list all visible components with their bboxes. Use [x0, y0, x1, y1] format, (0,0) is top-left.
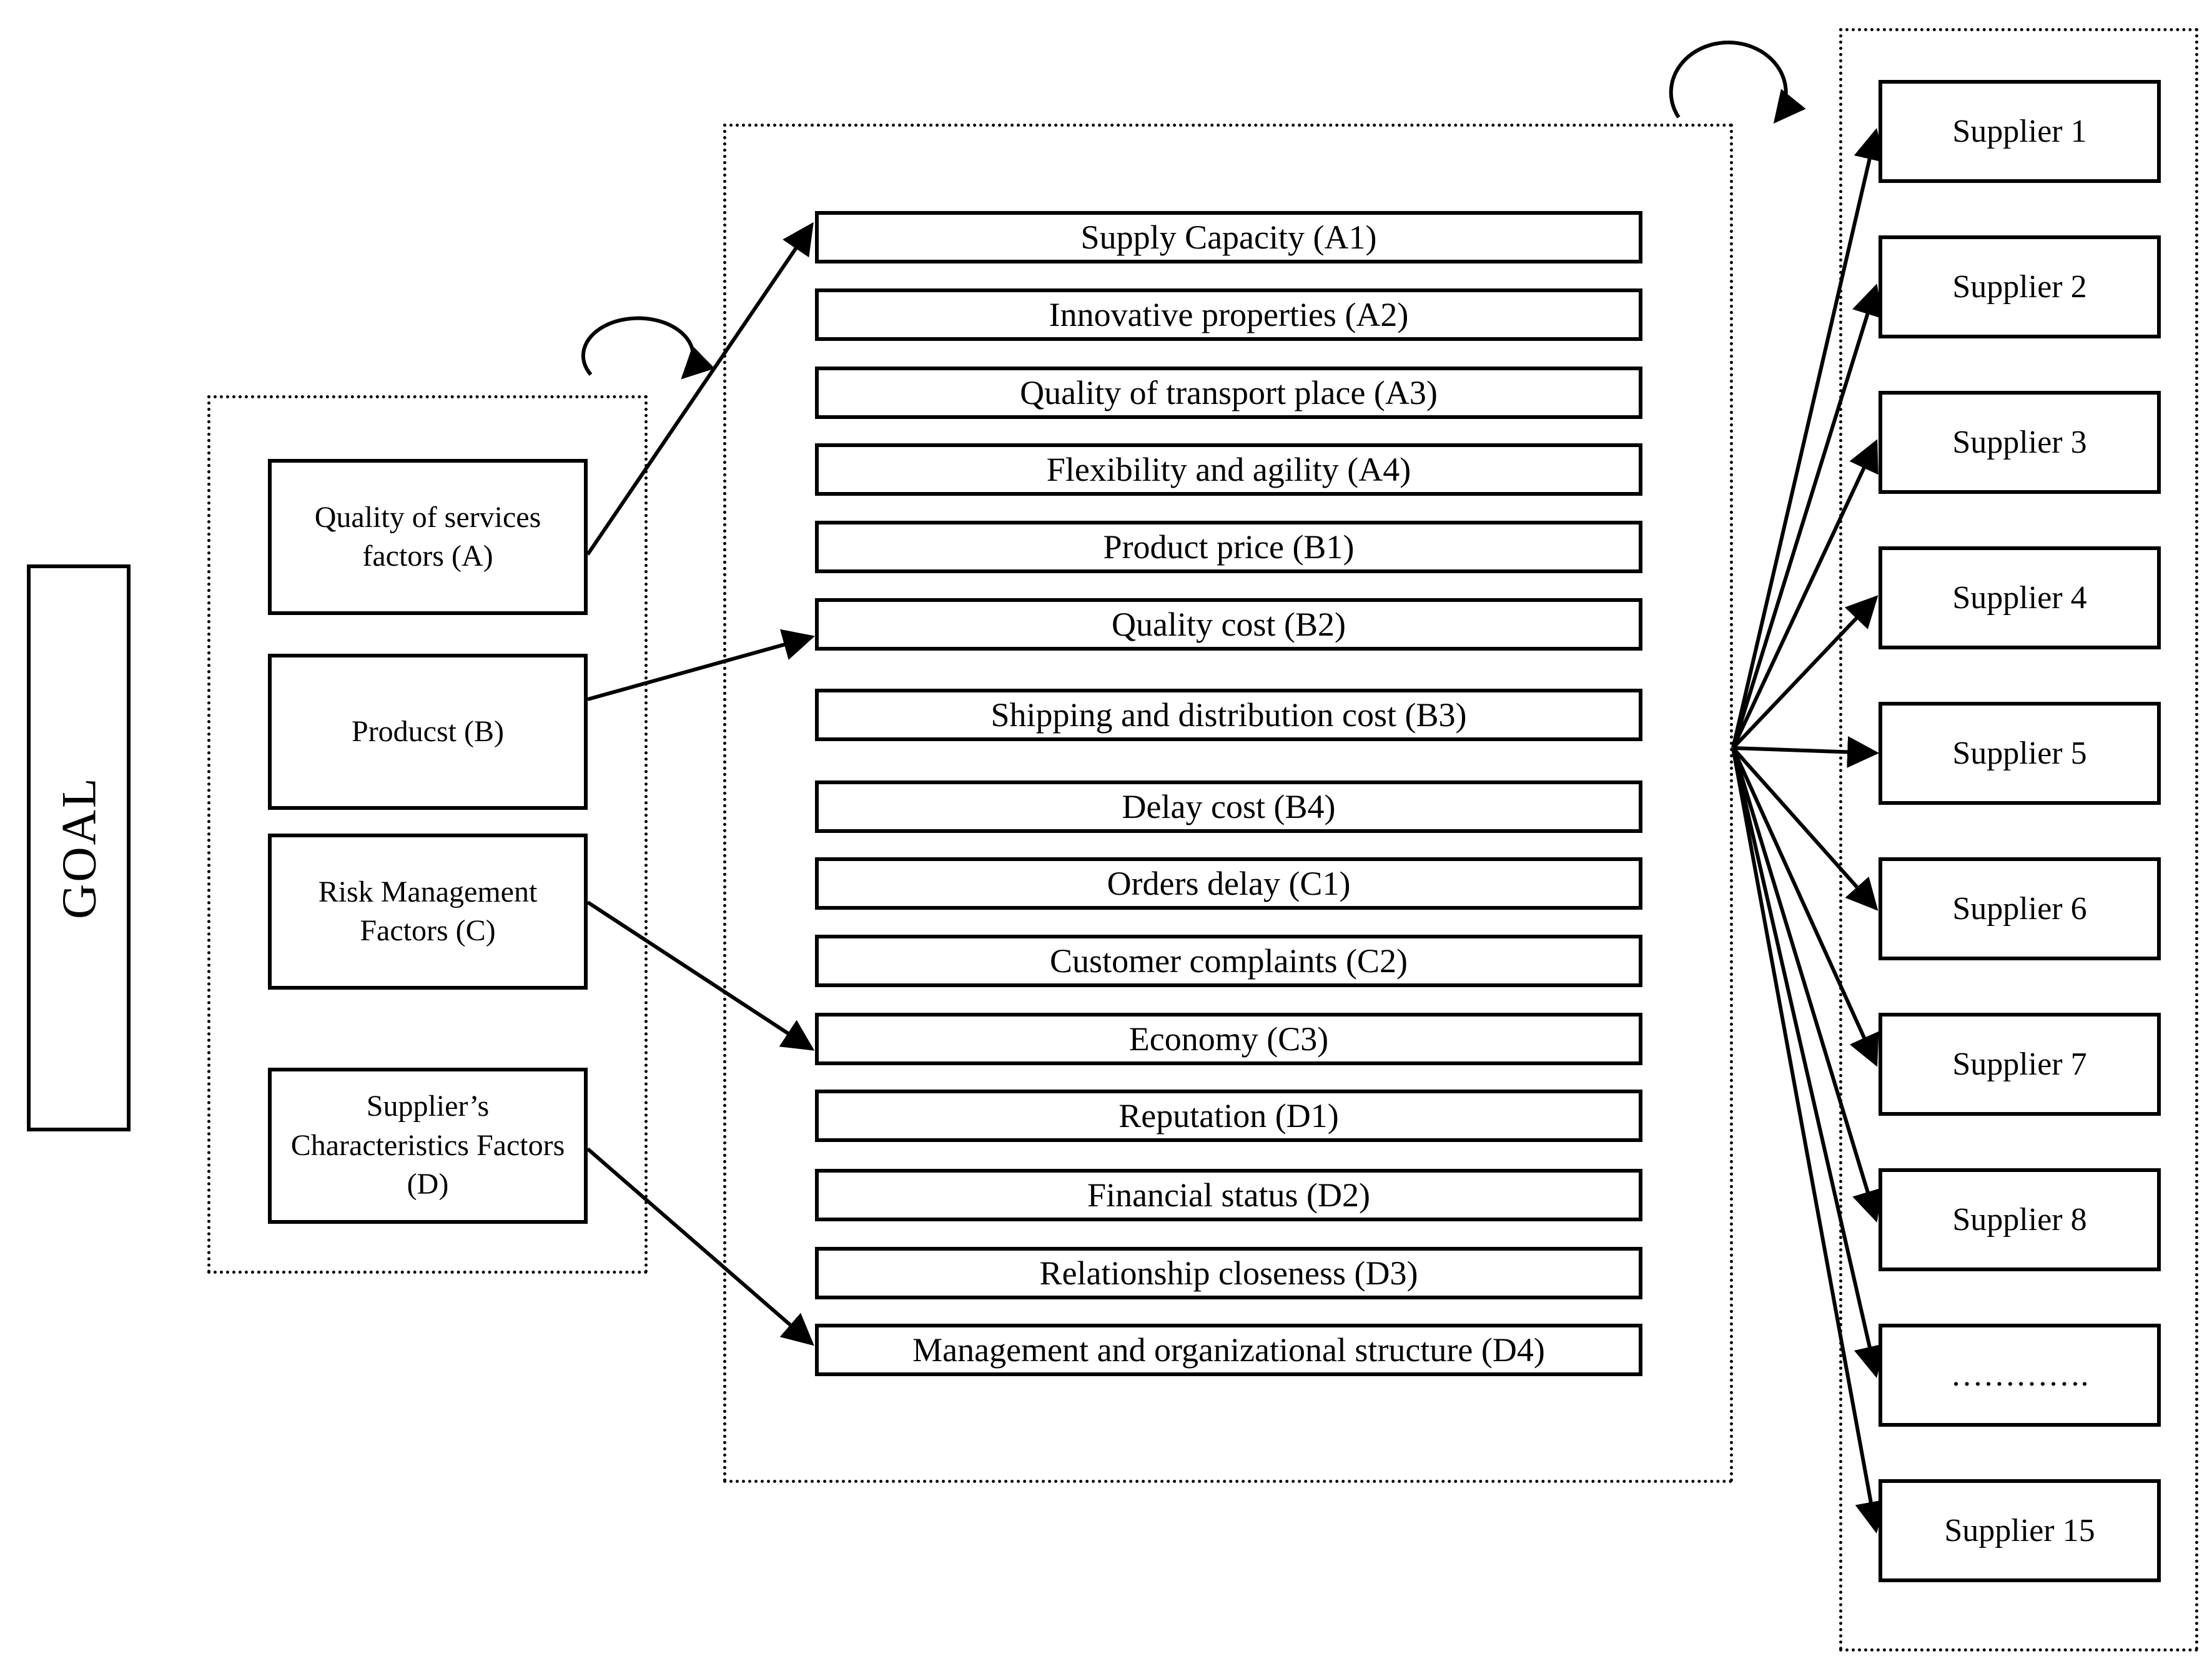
arrow-to-supplier-6: [1731, 747, 1879, 911]
arrow-to-supplier-5: [1732, 736, 1880, 768]
arrow-to-supplier-15: [1731, 747, 1887, 1534]
criteria-self-loop-arrow: [1669, 41, 1806, 124]
goal-box: GOAL: [27, 564, 131, 1131]
factor-box-d: Supplier’s Characteristics Factors (D): [268, 1068, 588, 1224]
supplier-box-7: Supplier 7: [1879, 1013, 2161, 1116]
criterion-box-c2: Customer complaints (C2): [815, 935, 1642, 987]
supplier-box-1: Supplier 1: [1879, 80, 2161, 183]
goal-label: GOAL: [51, 776, 106, 920]
factor-box-c: Risk Management Factors (C): [268, 834, 588, 990]
criterion-box-b3: Shipping and distribution cost (B3): [815, 689, 1642, 741]
supplier-box-6: Supplier 6: [1879, 857, 2161, 960]
arrow-to-supplier-7: [1731, 747, 1879, 1067]
criterion-box-d2: Financial status (D2): [815, 1169, 1642, 1221]
arrow-factor-c-to-c3: [586, 900, 815, 1051]
arrow-to-supplier-3: [1731, 439, 1879, 749]
supplier-box-2: Supplier 2: [1879, 235, 2161, 338]
criterion-box-a3: Quality of transport place (A3): [815, 367, 1642, 419]
suppliers-cluster-frame: [1839, 28, 2198, 1652]
supplier-box-8: Supplier 8: [1879, 1168, 2161, 1271]
criterion-box-d4: Management and organizational structure …: [815, 1324, 1642, 1376]
arrow-to-supplier-8: [1731, 747, 1884, 1223]
arrow-to-supplier-1: [1731, 128, 1885, 749]
criterion-box-b1: Product price (B1): [815, 521, 1642, 573]
criterion-box-a4: Flexibility and agility (A4): [815, 443, 1642, 496]
supplier-box-5: Supplier 5: [1879, 702, 2161, 805]
criterion-box-c3: Economy (C3): [815, 1013, 1642, 1065]
factor-box-a: Quality of services factors (A): [268, 459, 588, 615]
criterion-box-a2: Innovative properties (A2): [815, 288, 1642, 341]
supplier-box-15: Supplier 15: [1879, 1479, 2161, 1582]
criterion-box-b4: Delay cost (B4): [815, 780, 1642, 833]
criterion-box-a1: Supply Capacity (A1): [815, 211, 1642, 263]
criterion-box-d3: Relationship closeness (D3): [815, 1247, 1642, 1299]
criterion-box-d1: Reputation (D1): [815, 1090, 1642, 1142]
arrow-to-supplier-4: [1731, 595, 1879, 750]
factors-self-loop-arrow: [581, 316, 715, 380]
criterion-box-b2: Quality cost (B2): [815, 598, 1642, 651]
arrow-to-supplier-2: [1731, 283, 1883, 749]
criterion-box-c1: Orders delay (C1): [815, 857, 1642, 910]
factor-box-b: Producst (B): [268, 654, 588, 810]
arrow-to-supplier-dots: [1731, 747, 1885, 1378]
arrow-factor-b-to-b2: [587, 629, 815, 701]
supplier-box-3: Supplier 3: [1879, 391, 2161, 494]
arrow-factor-a-to-a1: [586, 222, 814, 556]
supplier-box-dots: ………….: [1879, 1324, 2161, 1427]
supplier-box-4: Supplier 4: [1879, 546, 2161, 649]
arrow-factor-d-to-d4: [586, 1147, 814, 1346]
criteria-cluster-frame: [723, 124, 1733, 1483]
factors-cluster-frame: [207, 395, 648, 1274]
